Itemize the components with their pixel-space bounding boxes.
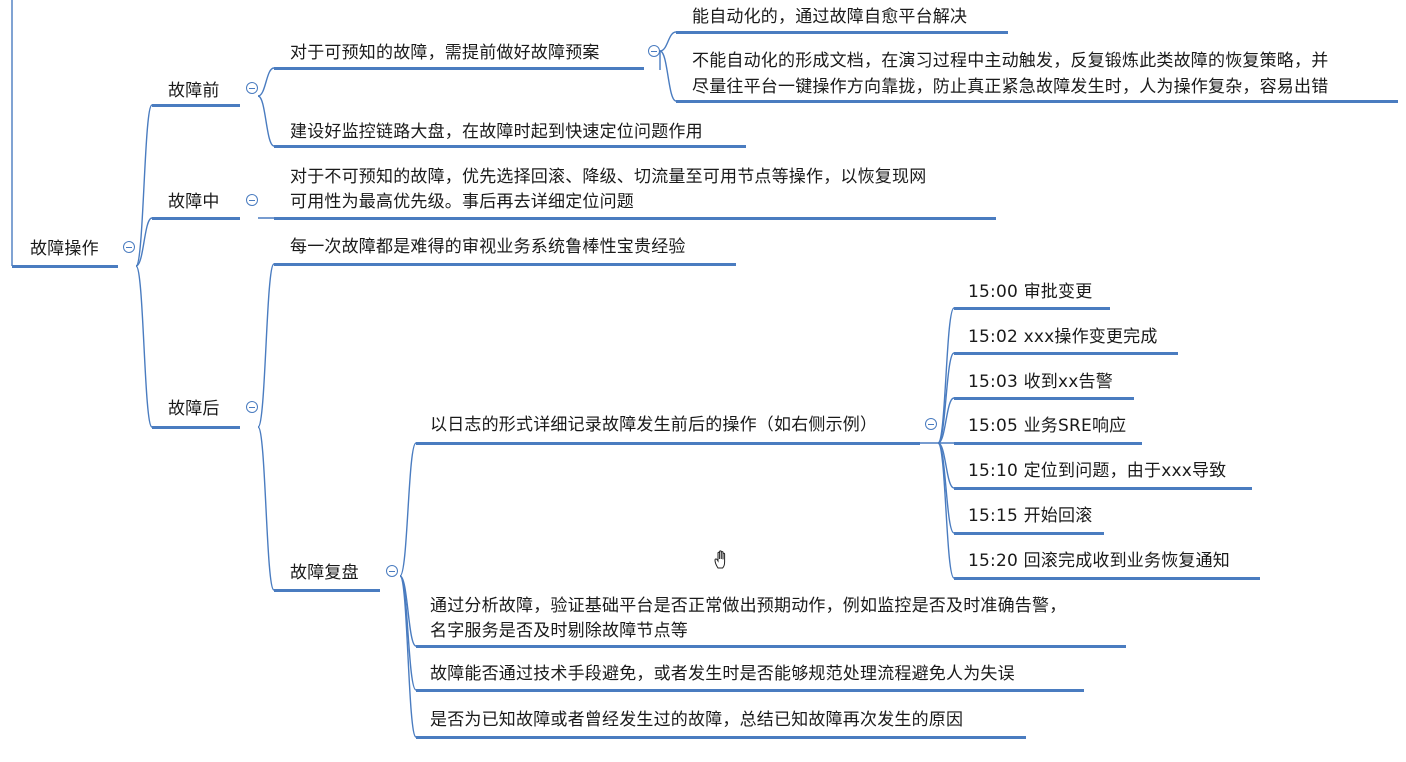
root-node[interactable]: 故障操作	[30, 239, 99, 259]
before-collapse-button[interactable]	[246, 82, 258, 94]
auto-underline	[676, 31, 1008, 34]
verify-underline	[416, 645, 1126, 648]
experience-underline	[274, 263, 736, 266]
experience-node[interactable]: 每一次故障都是难得的审视业务系统鲁棒性宝贵经验	[290, 237, 686, 257]
timeline-underline	[954, 352, 1178, 355]
doc-node-line1[interactable]: 不能自动化的形成文档，在演习过程中主动触发，反复锻炼此类故障的恢复策略，并	[692, 51, 1329, 71]
predictable-underline	[274, 67, 644, 70]
predictable-node[interactable]: 对于可预知的故障，需提前做好故障预案	[290, 43, 600, 63]
timeline-item[interactable]: 15:05 业务SRE响应	[968, 416, 1127, 436]
timeline-underline	[954, 442, 1142, 445]
review-collapse-button[interactable]	[386, 565, 398, 577]
timeline-item[interactable]: 15:00 审批变更	[968, 282, 1093, 302]
after-collapse-button[interactable]	[246, 401, 258, 413]
timeline-item[interactable]: 15:03 收到xx告警	[968, 372, 1113, 392]
timeline-item[interactable]: 15:15 开始回滚	[968, 506, 1093, 526]
predictable-collapse-button[interactable]	[648, 45, 660, 57]
timeline-item[interactable]: 15:10 定位到问题，由于xxx导致	[968, 461, 1227, 481]
timeline-underline	[954, 397, 1134, 400]
known-underline	[416, 736, 1026, 739]
auto-node[interactable]: 能自动化的，通过故障自愈平台解决	[692, 7, 968, 27]
doc-node-line2[interactable]: 尽量往平台一键操作方向靠拢，防止真正紧急故障发生时，人为操作复杂，容易出错	[692, 77, 1329, 97]
before-node[interactable]: 故障前	[168, 81, 220, 101]
doc-underline	[676, 100, 1398, 103]
review-underline	[274, 589, 380, 592]
log-node[interactable]: 以日志的形式详细记录故障发生前后的操作（如右侧示例）	[430, 415, 878, 435]
during-node[interactable]: 故障中	[168, 192, 220, 212]
timeline-underline	[954, 577, 1260, 580]
monitor-node[interactable]: 建设好监控链路大盘，在故障时起到快速定位问题作用	[290, 122, 703, 142]
timeline-underline	[954, 487, 1252, 490]
during-underline	[152, 217, 240, 220]
root-underline	[12, 265, 118, 268]
during-detail-line1[interactable]: 对于不可预知的故障，优先选择回滚、降级、切流量至可用节点等操作，以恢复现网	[290, 167, 927, 187]
avoid-node[interactable]: 故障能否通过技术手段避免，或者发生时是否能够规范处理流程避免人为失误	[430, 664, 1015, 684]
timeline-item[interactable]: 15:02 xxx操作变更完成	[968, 327, 1158, 347]
hand-cursor-icon	[714, 550, 726, 569]
avoid-underline	[416, 689, 1084, 692]
known-node[interactable]: 是否为已知故障或者曾经发生过的故障，总结已知故障再次发生的原因	[430, 710, 964, 730]
log-collapse-button[interactable]	[925, 418, 937, 430]
monitor-underline	[274, 145, 746, 148]
timeline-underline	[954, 307, 1110, 310]
root-collapse-button[interactable]	[123, 241, 135, 253]
during-collapse-button[interactable]	[246, 194, 258, 206]
after-node[interactable]: 故障后	[168, 399, 220, 419]
verify-node-line1[interactable]: 通过分析故障，验证基础平台是否正常做出预期动作，例如监控是否及时准确告警，	[430, 596, 1067, 616]
before-underline	[152, 104, 240, 107]
review-node[interactable]: 故障复盘	[290, 563, 359, 583]
verify-node-line2[interactable]: 名字服务是否及时剔除故障节点等	[430, 621, 688, 641]
during-detail-underline	[274, 217, 996, 220]
timeline-item[interactable]: 15:20 回滚完成收到业务恢复通知	[968, 551, 1230, 571]
log-underline	[416, 442, 920, 445]
during-detail-line2[interactable]: 可用性为最高优先级。事后再去详细定位问题	[290, 192, 634, 212]
after-underline	[152, 426, 240, 429]
timeline-underline	[954, 532, 1104, 535]
